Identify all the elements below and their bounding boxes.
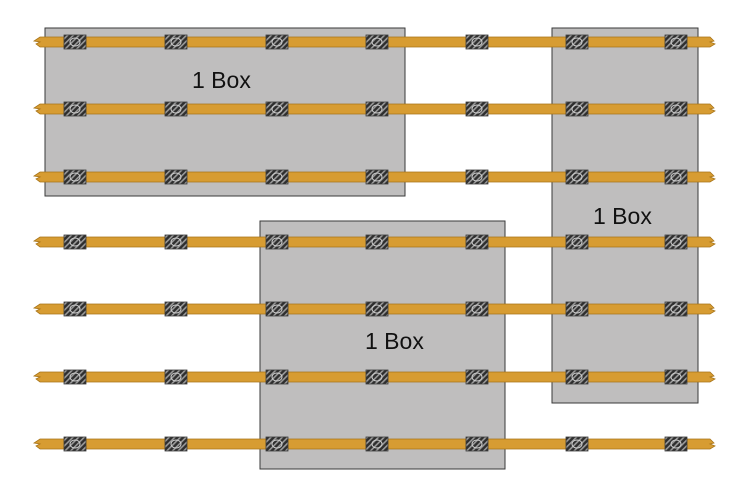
strap-strip	[32, 301, 716, 317]
strap-clip	[465, 301, 489, 317]
strap-clip	[164, 301, 188, 317]
strap-strip	[32, 436, 716, 452]
box-bottom-center-label: 1 Box	[365, 328, 424, 354]
strap-clip	[565, 301, 589, 317]
strap-clip	[265, 369, 289, 385]
strapping-strips	[32, 34, 716, 452]
strap-clip	[664, 101, 688, 117]
strap-clip	[365, 436, 389, 452]
strap-clip	[164, 34, 188, 50]
strap-clip	[565, 101, 589, 117]
strap-clip	[265, 101, 289, 117]
strap-strip	[32, 369, 716, 385]
strap-clip	[63, 436, 87, 452]
labels-layer: 1 Box 1 Box 1 Box	[192, 67, 652, 354]
strap-clip	[63, 301, 87, 317]
strap-clip	[265, 436, 289, 452]
box-top-left-label: 1 Box	[192, 67, 251, 93]
strap-clip	[465, 169, 489, 185]
strap-clip	[164, 169, 188, 185]
strap-clip	[365, 301, 389, 317]
strap-clip	[565, 436, 589, 452]
strap-clip	[365, 101, 389, 117]
strap-clip	[664, 234, 688, 250]
strap-clip	[465, 369, 489, 385]
strap-clip	[664, 369, 688, 385]
box-right-label: 1 Box	[593, 203, 652, 229]
box-right	[551, 27, 699, 404]
strap-clip	[565, 234, 589, 250]
strap-clip	[265, 234, 289, 250]
strap-clip	[265, 301, 289, 317]
strap-clip	[365, 169, 389, 185]
strap-strip	[32, 101, 716, 117]
box-bottom-center	[259, 220, 506, 470]
strap-clip	[565, 369, 589, 385]
strap-clip	[365, 34, 389, 50]
strap-clip	[664, 169, 688, 185]
strap-clip	[63, 234, 87, 250]
strap-clip	[565, 34, 589, 50]
strap-clip	[664, 34, 688, 50]
strap-clip	[265, 34, 289, 50]
strap-clip	[63, 101, 87, 117]
strap-clip	[63, 169, 87, 185]
strap-strip	[32, 234, 716, 250]
strap-strip	[32, 169, 716, 185]
strap-clip	[63, 34, 87, 50]
strap-clip	[565, 169, 589, 185]
strap-clip	[63, 369, 87, 385]
strap-clip	[365, 369, 389, 385]
strap-clip	[164, 436, 188, 452]
strap-clip	[164, 234, 188, 250]
strap-clip	[164, 101, 188, 117]
boxes-layer	[44, 27, 699, 470]
strap-clip	[465, 234, 489, 250]
strap-clip	[365, 234, 389, 250]
strap-clip	[164, 369, 188, 385]
strap-clip	[664, 436, 688, 452]
strap-clip	[465, 34, 489, 50]
strap-clip	[664, 301, 688, 317]
strap-clip	[465, 101, 489, 117]
strap-strip	[32, 34, 716, 50]
strap-clip	[265, 169, 289, 185]
strap-clip	[465, 436, 489, 452]
